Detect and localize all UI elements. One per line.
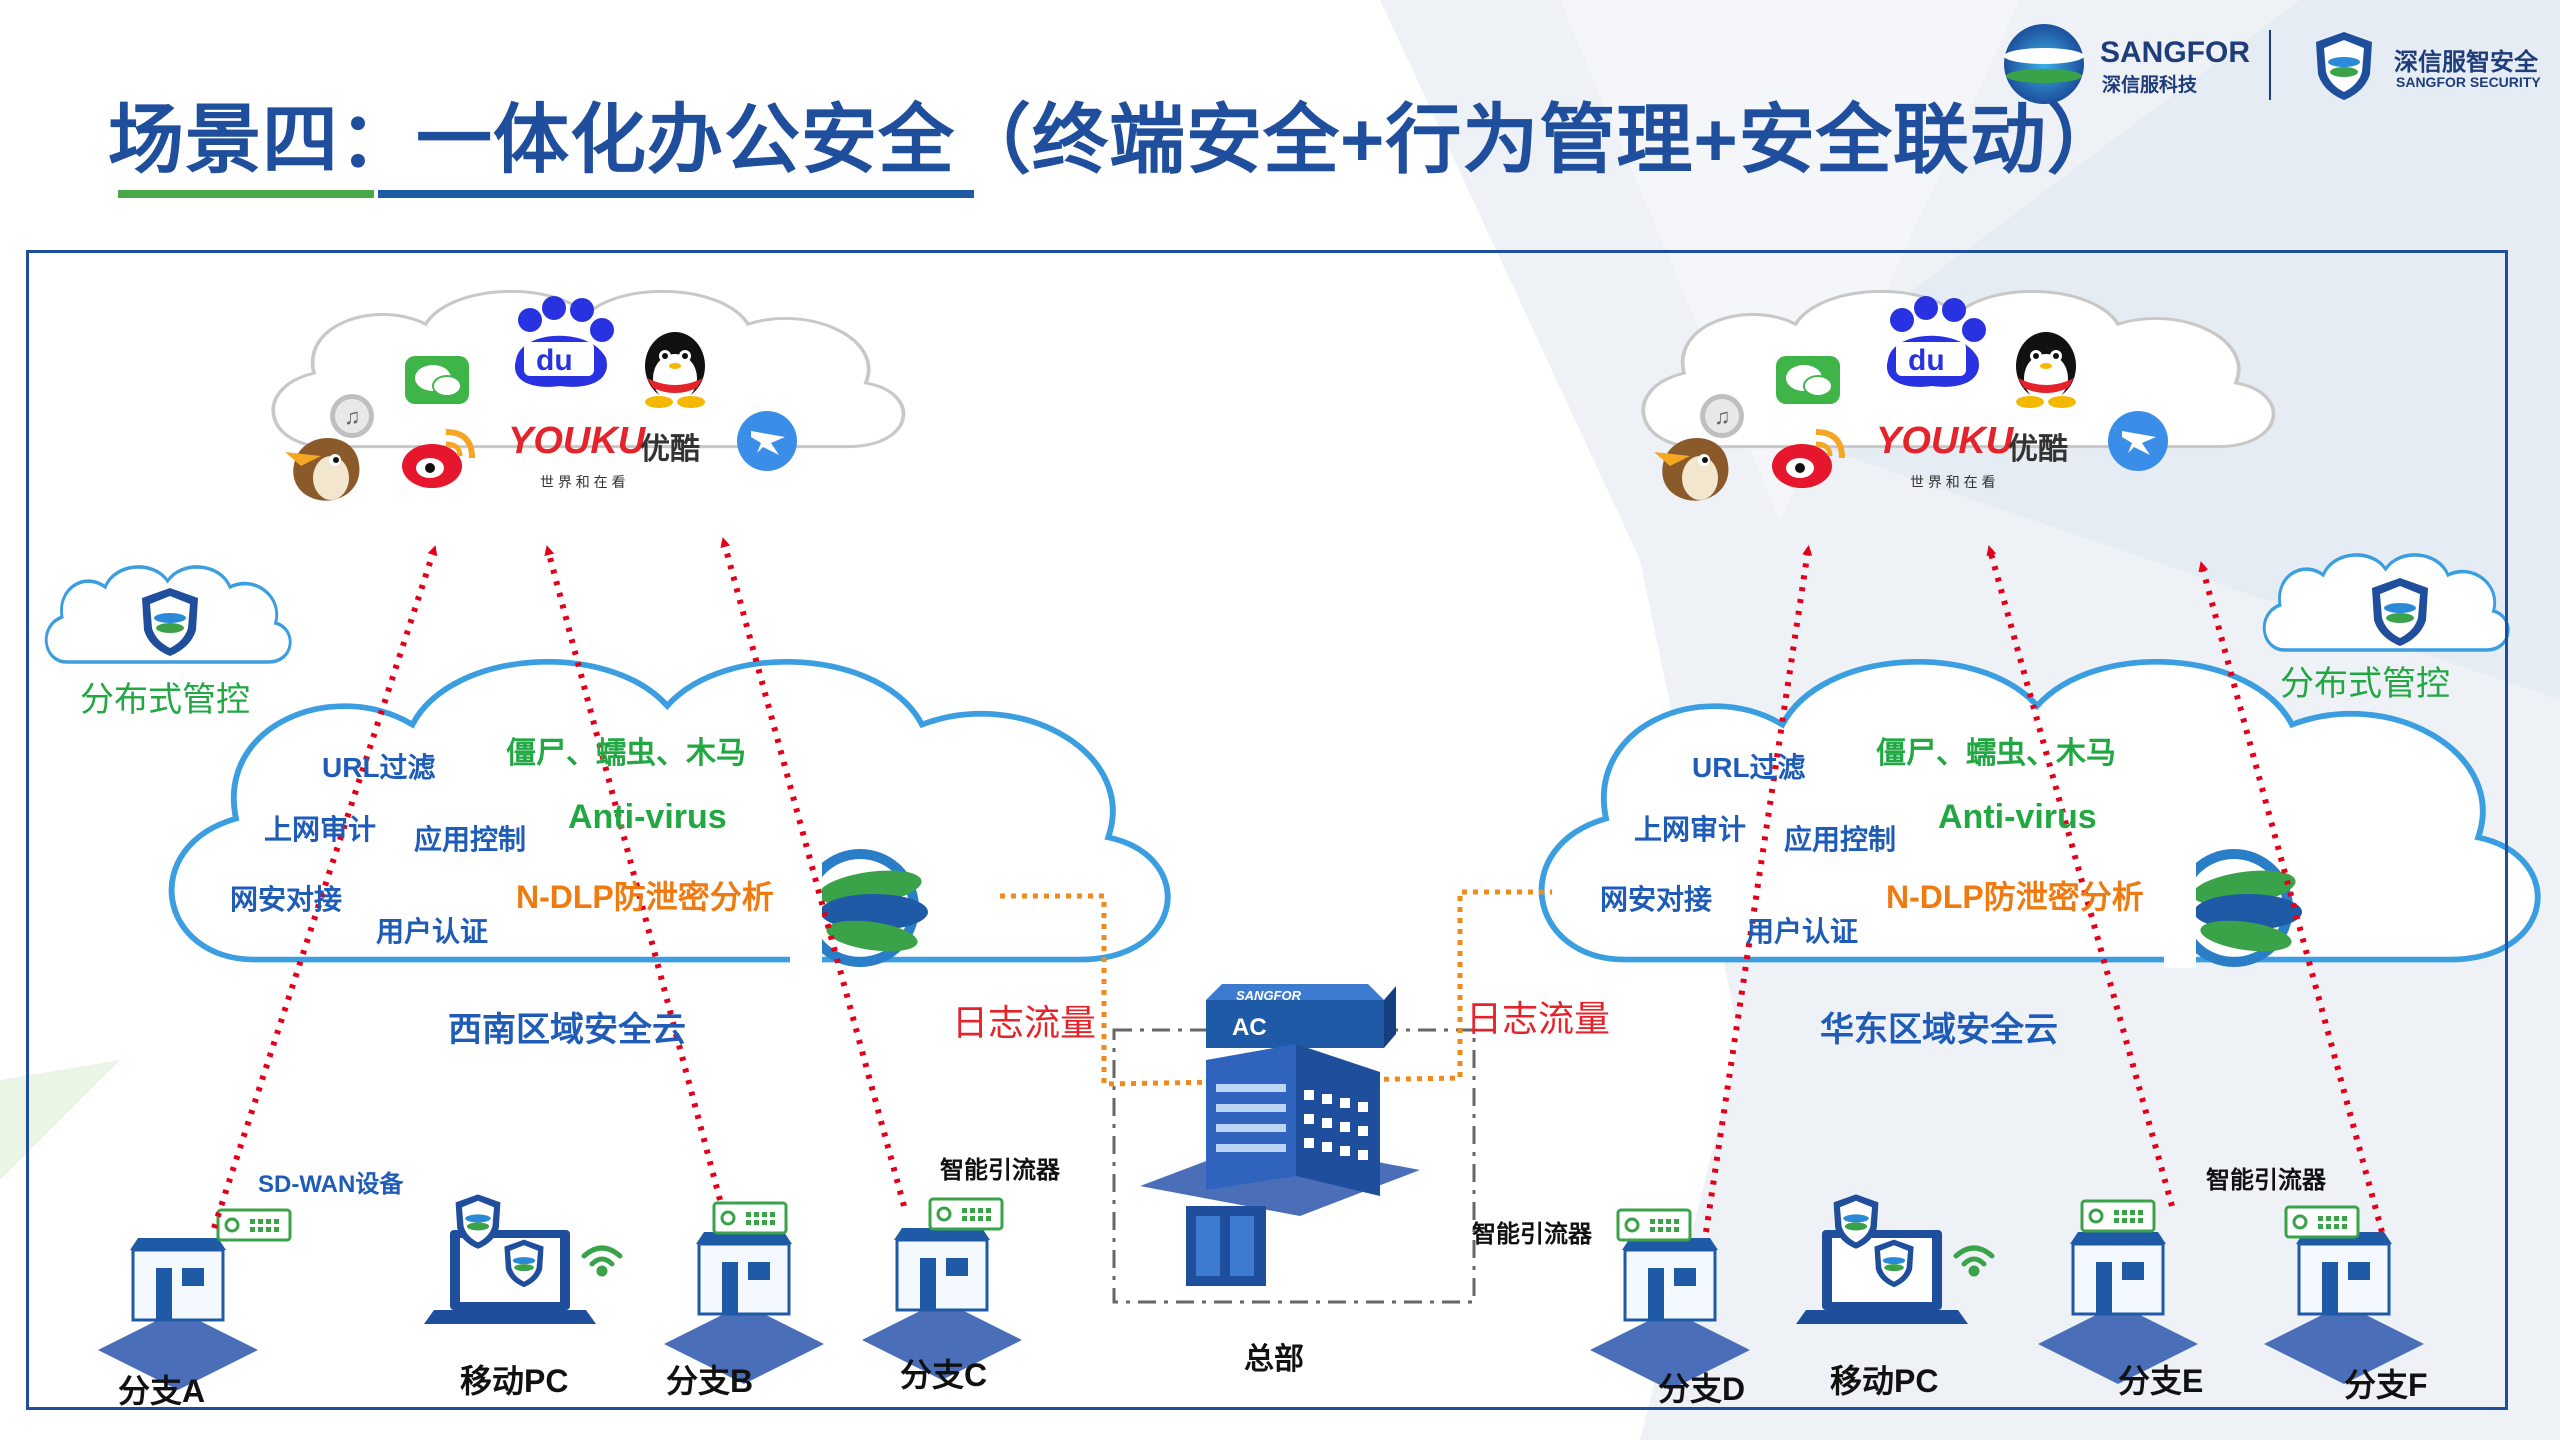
baidu-icon-right xyxy=(1886,296,1986,387)
eagle-icon xyxy=(285,437,360,501)
log-traffic-right: 日志流量 xyxy=(1466,998,1611,1039)
arrow-branch-e xyxy=(1986,545,2175,1207)
brand-sangfor-name: SANGFOR xyxy=(2100,36,2250,69)
youku-cn-right: 优酷 xyxy=(2008,433,2068,466)
log-link xyxy=(1000,889,1552,1087)
qq-music-icon-right: ♫ xyxy=(1700,394,1744,438)
traffic-arrows xyxy=(211,537,2385,1233)
weibo-icon-right xyxy=(1772,429,1845,488)
svg-text:♫: ♫ xyxy=(1714,404,1731,429)
feature-user-auth-right: 用户认证 xyxy=(1746,916,1859,947)
ac-device-label: AC xyxy=(1232,1014,1267,1041)
feature-dlp-right: N-DLP防泄密分析 xyxy=(1886,879,2144,915)
youku-logo: YOUKU xyxy=(508,420,646,462)
branch-f-label: 分支F xyxy=(2344,1367,2428,1403)
feature-audit-left: 上网审计 xyxy=(264,814,377,845)
title-underline-blue xyxy=(378,190,974,198)
dingtalk-icon-right xyxy=(2108,411,2168,471)
feature-zombie-left: 僵尸、蠕虫、木马 xyxy=(506,737,746,770)
bg-wedge-light xyxy=(1560,0,2020,520)
log-traffic-left: 日志流量 xyxy=(952,1002,1097,1043)
qq-icon xyxy=(645,332,705,408)
baidu-du: du xyxy=(536,344,573,377)
eagle-icon-right xyxy=(1654,437,1729,501)
qq-icon-right xyxy=(2016,332,2076,408)
arrow-branch-b xyxy=(544,545,723,1201)
feature-app-control-right: 应用控制 xyxy=(1784,824,1897,855)
baidu-icon xyxy=(514,296,614,387)
youku-slogan: 世 界 和 在 看 xyxy=(540,474,626,490)
ac-device-icon xyxy=(1206,984,1396,1048)
youku-cn: 优酷 xyxy=(640,433,700,466)
feature-dlp-left: N-DLP防泄密分析 xyxy=(516,879,774,915)
feature-url-filter-right: URL过滤 xyxy=(1692,752,1806,783)
feature-secure-access-left: 网安对接 xyxy=(230,884,343,915)
bg-wedge-green xyxy=(0,1060,120,1180)
diagram-frame xyxy=(26,250,2508,1410)
feature-zombie-right: 僵尸、蠕虫、木马 xyxy=(1876,737,2116,770)
baidu-du-right: du xyxy=(1908,344,1945,377)
branch-c-label: 分支C xyxy=(900,1357,988,1393)
qq-music-icon: ♫ xyxy=(330,394,374,438)
feature-user-auth-left: 用户认证 xyxy=(376,916,489,947)
smart-diverter-label-right: 智能引流器 xyxy=(2206,1167,2326,1194)
feature-url-filter-left: URL过滤 xyxy=(322,752,436,783)
branch-a-label: 分支A xyxy=(118,1373,206,1409)
wechat-icon-right xyxy=(1776,356,1840,404)
branch-e-label: 分支E xyxy=(2118,1363,2204,1399)
sdwan-device-label: SD-WAN设备 xyxy=(258,1171,404,1198)
brand-sangfor-sub: 深信服科技 xyxy=(2102,75,2198,96)
hq-name: 总部 xyxy=(1244,1343,1304,1376)
feature-audit-right: 上网审计 xyxy=(1634,814,1747,845)
youku-slogan-right: 世 界 和 在 看 xyxy=(1910,474,1996,490)
sangfor-logo-icon xyxy=(2004,24,2084,104)
smart-diverter-label-center: 智能引流器 xyxy=(1472,1221,1592,1248)
feature-app-control-left: 应用控制 xyxy=(414,824,527,855)
page-title: 场景四：一体化办公安全（终端安全+行为管理+安全联动） xyxy=(108,98,2124,183)
mobile-pc-label-left: 移动PC xyxy=(460,1363,569,1399)
server-icon xyxy=(1186,1206,1266,1286)
branch-b-label: 分支B xyxy=(666,1363,754,1399)
smart-diverter-label-left: 智能引流器 xyxy=(940,1157,1060,1184)
youku-logo-right: YOUKU xyxy=(1876,420,2014,462)
title-underline-green xyxy=(118,190,374,198)
weibo-icon xyxy=(402,429,475,488)
brand-security-name: 深信服智安全 xyxy=(2394,49,2538,76)
distributed-control-left: 分布式管控 xyxy=(80,681,250,719)
branch-d-label: 分支D xyxy=(1658,1371,1746,1407)
mobile-pc-label-right: 移动PC xyxy=(1830,1363,1939,1399)
cloud-name-left: 西南区域安全云 xyxy=(448,1011,686,1049)
dingtalk-icon xyxy=(737,411,797,471)
feature-secure-access-right: 网安对接 xyxy=(1600,884,1713,915)
distributed-control-right: 分布式管控 xyxy=(2280,665,2450,703)
hq-building-icon xyxy=(1140,1044,1420,1216)
ac-device-brand: SANGFOR xyxy=(1236,988,1301,1003)
feature-antivirus-left: Anti-virus xyxy=(568,798,727,836)
brand-security-sub: SANGFOR SECURITY xyxy=(2396,74,2541,90)
cloud-name-right: 华东区域安全云 xyxy=(1820,1011,2058,1049)
feature-antivirus-right: Anti-virus xyxy=(1938,798,2097,836)
svg-text:♫: ♫ xyxy=(344,404,361,429)
wechat-icon xyxy=(405,356,469,404)
